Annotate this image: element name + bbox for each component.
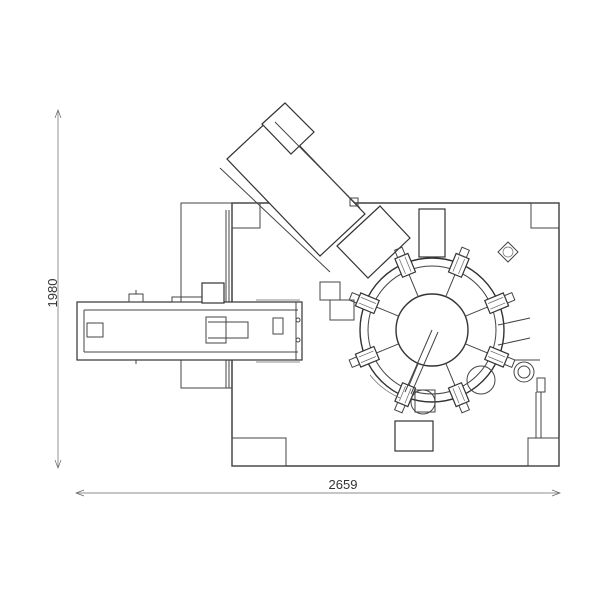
station-tool-detail — [360, 356, 377, 363]
feeder-side-rail — [219, 167, 331, 273]
station-tool-detail — [490, 350, 506, 358]
station-spoke — [465, 306, 488, 317]
top-unit-block — [418, 208, 446, 258]
station-tool-detail — [360, 297, 377, 304]
station-spoke — [376, 343, 399, 354]
corner-foot-bottom-right — [527, 437, 560, 467]
transfer-arm-line-2 — [410, 331, 439, 395]
station-tool-detail — [487, 297, 504, 304]
height-arrow-top — [54, 109, 62, 119]
width-arrow-left — [75, 489, 85, 497]
conveyor-motor-top — [128, 293, 144, 303]
right-equipment — [410, 241, 546, 438]
lower-actuator-ring — [410, 389, 436, 415]
fixed-units — [319, 208, 446, 452]
rotary-station — [393, 246, 419, 297]
station-tool-tip — [503, 356, 516, 369]
station-tool-detail — [404, 256, 412, 272]
conveyor-sensor — [272, 317, 284, 335]
sensor-diamond-core — [502, 246, 514, 258]
width-dimension-label: 2659 — [329, 477, 358, 492]
station-tool-tip — [458, 401, 471, 414]
rotary-hub — [395, 293, 469, 367]
rotary-station — [465, 343, 516, 369]
width-arrow-right — [551, 489, 561, 497]
conveyor-end-block — [86, 322, 104, 338]
rotary-station — [445, 363, 471, 414]
corner-foot-bottom-left — [231, 437, 287, 467]
conveyor-body — [76, 301, 303, 361]
rotary-table — [348, 246, 516, 414]
transfer-arm — [404, 329, 439, 395]
station-spoke — [465, 343, 488, 354]
feeder-inner-rail — [274, 121, 361, 209]
station-tool-tip — [348, 356, 361, 369]
height-dimension: 1980 — [45, 109, 62, 469]
station-tool-detail — [358, 302, 374, 310]
feeder-chute-body — [226, 116, 366, 257]
mid-unit-block — [319, 281, 341, 301]
conveyor-bolt-1 — [295, 317, 301, 323]
station-tool-detail — [404, 388, 412, 404]
feeder-bolt — [349, 197, 359, 207]
station-tool-tip — [393, 401, 406, 414]
station-tool-detail — [490, 302, 506, 310]
feeder-bottom-block — [336, 205, 411, 279]
rotary-station — [445, 246, 471, 297]
right-arm-mid — [497, 337, 531, 346]
infeed-conveyor — [76, 282, 303, 364]
rotary-station — [348, 343, 399, 369]
right-bracket — [536, 377, 546, 393]
station-tool-detail — [487, 356, 504, 363]
station-tool-tip — [348, 291, 361, 304]
station-spoke — [445, 274, 456, 297]
height-arrow-bottom — [54, 459, 62, 469]
corner-foot-top-right — [530, 202, 560, 229]
station-tool-detail — [458, 258, 465, 275]
feeder-top-hopper — [261, 102, 315, 155]
spool-right — [513, 361, 535, 383]
conveyor-bolt-2 — [295, 337, 301, 343]
station-tool-tip — [503, 291, 516, 304]
side-panel-outline — [180, 202, 232, 389]
station-tool-detail — [452, 256, 460, 272]
conveyor-bracket — [171, 296, 205, 303]
spool-right-inner — [517, 365, 531, 379]
rotary-station — [465, 291, 516, 317]
conveyor-drive-box — [201, 282, 225, 304]
station-tool-detail — [399, 258, 406, 275]
transfer-arm-line — [404, 329, 433, 393]
rotary-guard-arc — [369, 374, 401, 399]
station-tool-detail — [458, 385, 465, 402]
station-spoke — [408, 363, 419, 386]
station-tool-detail — [399, 385, 406, 402]
height-dimension-label: 1980 — [45, 279, 60, 308]
station-spoke — [376, 306, 399, 317]
sensor-diamond — [497, 241, 519, 263]
station-spoke — [445, 363, 456, 386]
station-spoke — [408, 274, 419, 297]
mid-unit-bracket — [329, 299, 355, 321]
corner-foot-top-left — [231, 202, 261, 229]
spool-left — [466, 365, 496, 395]
station-tool-tip — [393, 246, 406, 259]
rotary-station — [393, 363, 419, 414]
station-tool-detail — [358, 350, 374, 358]
station-tool-tip — [458, 246, 471, 259]
bottom-unit-block — [394, 420, 434, 452]
rotary-stations — [348, 246, 516, 414]
station-tool-detail — [452, 388, 460, 404]
width-dimension: 2659 — [75, 477, 561, 497]
right-arm-top — [497, 317, 531, 326]
inclined-feeder — [219, 102, 411, 279]
rotary-station — [348, 291, 399, 317]
rotary-outer-ring — [359, 257, 505, 403]
